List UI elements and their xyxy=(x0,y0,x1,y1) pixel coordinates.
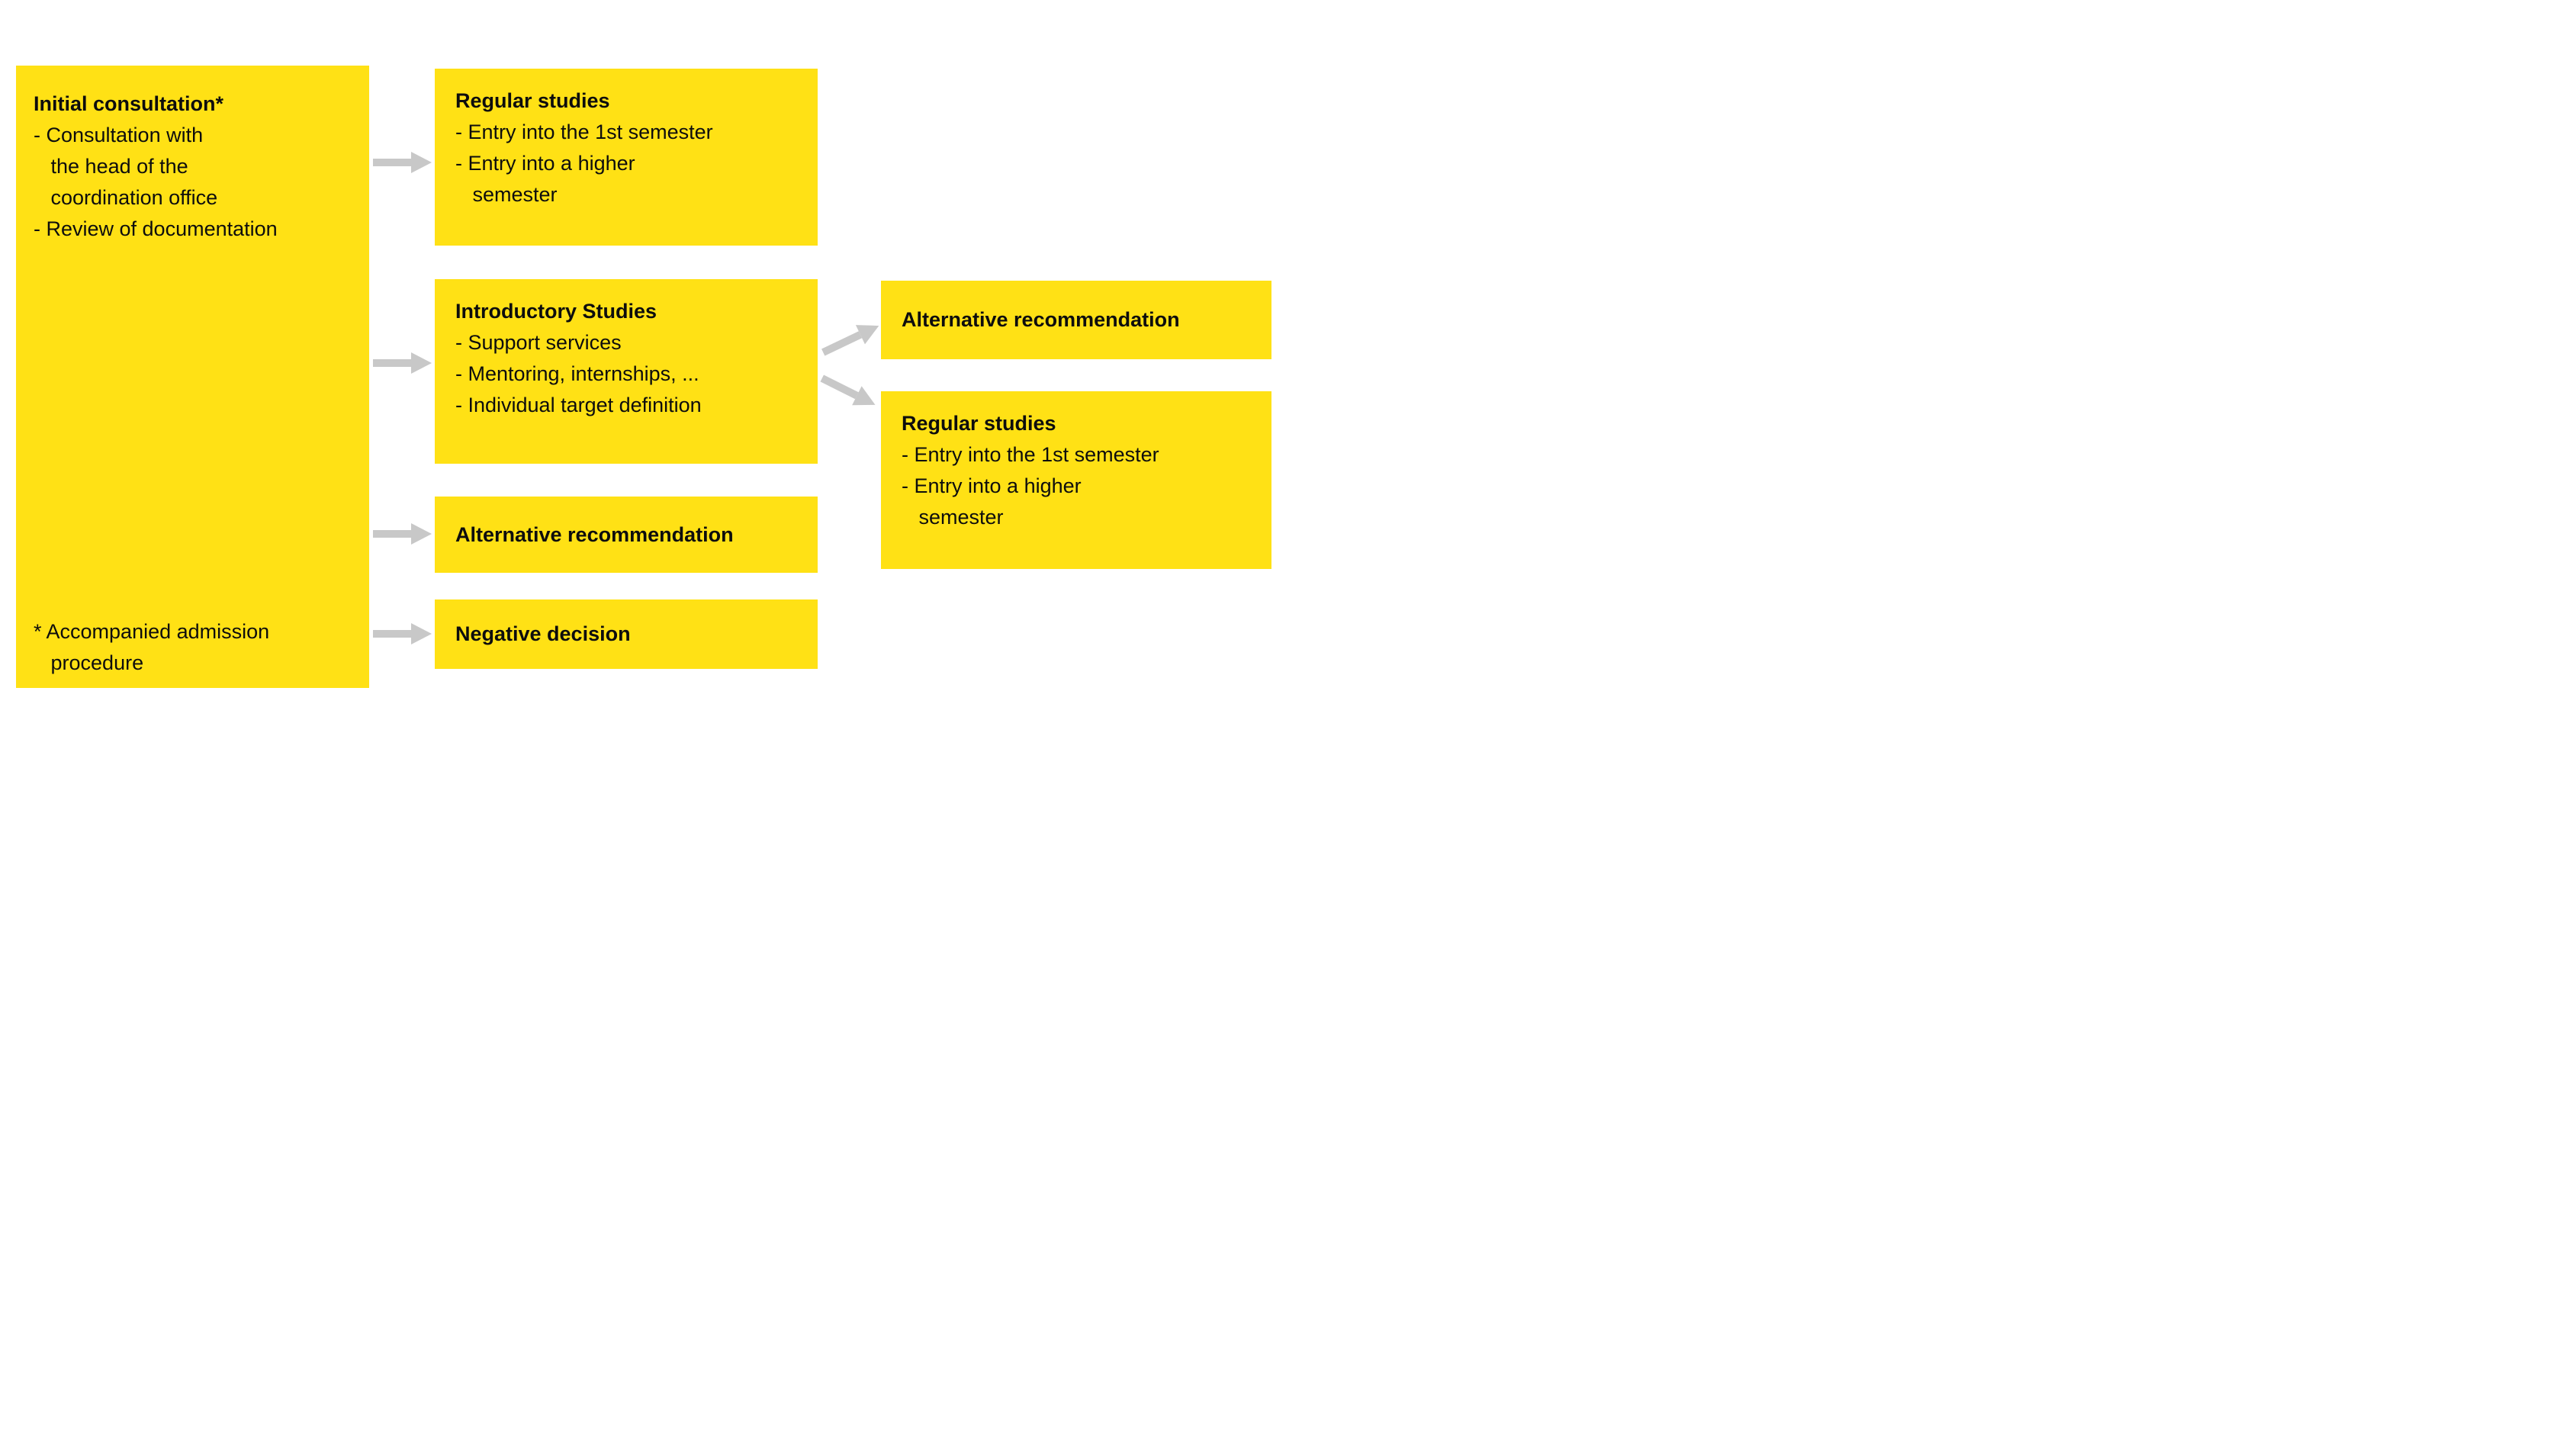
node-regular-studies-right-title: Regular studies xyxy=(902,412,1056,435)
bullet-review-of-documentation: - Review of documentation xyxy=(34,217,278,240)
arrow-shaft xyxy=(820,374,859,399)
node-alternative-recommendation-right: Alternative recommendation xyxy=(881,281,1271,359)
arrow-head-icon xyxy=(411,623,432,644)
arrow-initial-to-alternative-recommendation-icon xyxy=(373,523,432,545)
bullet-individual-target-definition: - Individual target definition xyxy=(455,394,702,416)
arrow-shaft xyxy=(373,530,411,538)
arrow-initial-to-negative-decision-icon xyxy=(373,623,432,645)
node-initial-consultation-title: Initial consultation* xyxy=(34,92,224,115)
node-alternative-recommendation-middle-title: Alternative recommendation xyxy=(455,522,734,546)
admission-flowchart: Initial consultation* - Consultation wit… xyxy=(0,0,1288,728)
footnote-accompanied-admission: * Accompanied admission procedure xyxy=(34,620,270,674)
node-regular-studies-right: Regular studies - Entry into the 1st sem… xyxy=(881,391,1271,569)
arrow-head-icon xyxy=(852,385,881,414)
arrow-initial-to-introductory-studies-icon xyxy=(373,352,432,374)
node-negative-decision: Negative decision xyxy=(435,599,818,669)
arrow-initial-to-regular-studies-icon xyxy=(373,152,432,174)
node-introductory-studies-title: Introductory Studies xyxy=(455,300,657,323)
node-negative-decision-title: Negative decision xyxy=(455,622,631,645)
arrow-head-icon xyxy=(855,315,884,344)
arrow-head-icon xyxy=(411,352,432,374)
bullet-entry-higher-semester-right: - Entry into a higher semester xyxy=(902,474,1082,529)
bullet-support-services: - Support services xyxy=(455,331,622,354)
bullet-entry-1st-semester: - Entry into the 1st semester xyxy=(455,121,713,143)
bullet-entry-1st-semester-right: - Entry into the 1st semester xyxy=(902,443,1159,466)
bullet-consultation-with-head: - Consultation with the head of the coor… xyxy=(34,124,218,209)
arrow-introductory-to-alternative-recommendation-icon xyxy=(818,315,884,362)
arrow-shaft xyxy=(821,330,862,355)
arrow-introductory-to-regular-studies-icon xyxy=(818,368,881,414)
bullet-entry-higher-semester: - Entry into a higher semester xyxy=(455,152,635,206)
node-initial-consultation: Initial consultation* - Consultation wit… xyxy=(16,66,369,688)
bullet-mentoring-internships: - Mentoring, internships, ... xyxy=(455,362,699,385)
node-alternative-recommendation-right-title: Alternative recommendation xyxy=(902,308,1180,331)
arrow-shaft xyxy=(373,159,411,166)
node-alternative-recommendation-middle: Alternative recommendation xyxy=(435,497,818,573)
arrow-head-icon xyxy=(411,152,432,173)
node-introductory-studies: Introductory Studies - Support services … xyxy=(435,279,818,464)
node-regular-studies-top-title: Regular studies xyxy=(455,89,610,112)
node-regular-studies-top: Regular studies - Entry into the 1st sem… xyxy=(435,69,818,246)
arrow-shaft xyxy=(373,359,411,367)
arrow-shaft xyxy=(373,630,411,638)
arrow-head-icon xyxy=(411,523,432,545)
